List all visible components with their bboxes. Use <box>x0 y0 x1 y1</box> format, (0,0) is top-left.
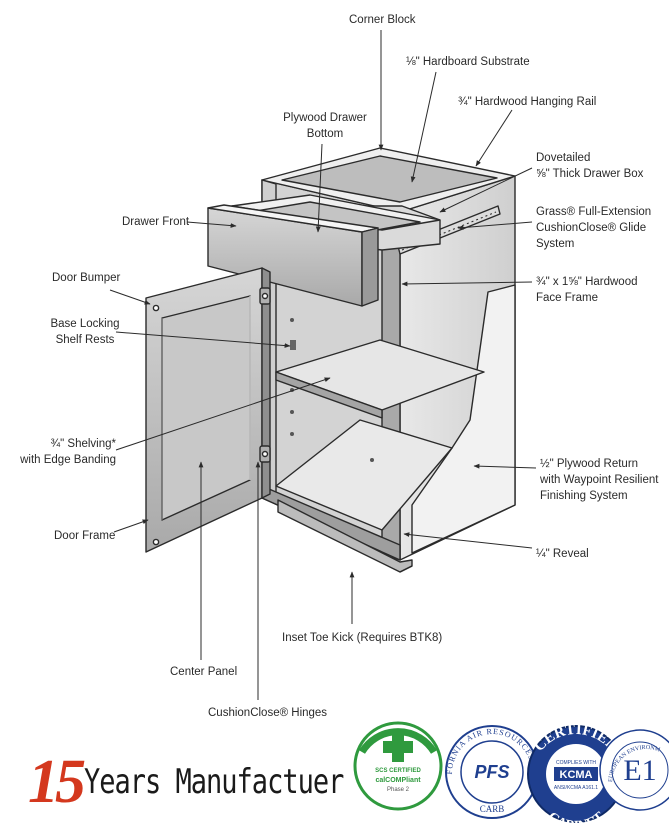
shelf-edge <box>275 371 383 419</box>
label-hardboard-substrate: ⅛" Hardboard Substrate <box>406 54 530 70</box>
label-text: Plywood Drawer <box>283 112 367 124</box>
tagline: 15 Years Manufactuer <box>28 742 358 822</box>
label-text: CushionClose® Hinges <box>208 707 328 719</box>
carb-text: CARB <box>480 804 505 814</box>
bottom-deck <box>275 419 453 531</box>
label-drawer-front: Drawer Front <box>122 214 189 230</box>
door-edge <box>261 267 271 499</box>
hinge-bottom <box>259 445 271 463</box>
label-door-bumper: Door Bumper <box>52 270 120 286</box>
label-toe-kick: Inset Toe Kick (Requires BTK8) <box>282 630 442 646</box>
scs-certified-badge: SCS CERTIFIED calCOMPliant Phase 2 <box>353 721 443 811</box>
label-corner-block: Corner Block <box>349 12 415 28</box>
top-frame-inner <box>281 155 498 203</box>
label-text: Shelf Rests <box>55 334 115 346</box>
label-dovetailed-drawer-box: Dovetailed ⅝" Thick Drawer Box <box>536 150 643 182</box>
label-text: ⅝" Thick Drawer Box <box>536 168 644 180</box>
label-reveal: ¼" Reveal <box>536 546 589 562</box>
label-text: ⅛" Hardboard Substrate <box>406 56 530 68</box>
label-plywood-return: ½" Plywood Return with Waypoint Resilien… <box>540 456 658 504</box>
kcma-small-top: COMPLIES WITH <box>556 760 596 766</box>
label-text: Corner Block <box>349 14 416 26</box>
label-text: Center Panel <box>170 666 238 678</box>
pfs-text: PFS <box>474 762 509 782</box>
carb-pfs-badge: CALIFORNIA AIR RESOURCES BOARD PFS CARB <box>0 712 539 819</box>
label-shelving: ¾" Shelving* with Edge Banding <box>10 436 116 468</box>
label-text: Dovetailed <box>536 152 591 164</box>
label-hanging-rail: ¾" Hardwood Hanging Rail <box>458 94 596 110</box>
label-face-frame: ¾" x 1⅝" Hardwood Face Frame <box>536 274 638 306</box>
label-text: ¾" Shelving* <box>50 438 116 450</box>
door <box>145 267 271 553</box>
label-text: CushionClose® Glide <box>536 222 647 234</box>
label-text: Finishing System <box>540 490 628 502</box>
label-text: Drawer Front <box>122 216 190 228</box>
leader-lines <box>109 30 537 700</box>
tagline-text: Years Manufactuer <box>84 762 344 802</box>
door-bumper-dot <box>152 304 160 312</box>
hinge-top <box>259 287 271 305</box>
certification-badges: SCS CERTIFIED calCOMPliant Phase 2 CALIF… <box>0 712 669 829</box>
label-text: Grass® Full-Extension <box>536 206 652 218</box>
label-text: Base Locking <box>50 318 120 330</box>
label-hinges: CushionClose® Hinges <box>208 705 327 721</box>
scs-mid-text: calCOMPliant <box>375 777 421 784</box>
label-glide-system: Grass® Full-Extension CushionClose® Glid… <box>536 204 651 252</box>
label-text: ¾" x 1⅝" Hardwood <box>536 276 638 288</box>
drawer-front-side <box>361 227 379 307</box>
scs-top-text: SCS CERTIFIED <box>375 768 421 774</box>
label-text: Face Frame <box>536 292 598 304</box>
label-text: Door Frame <box>54 530 116 542</box>
label-center-panel: Center Panel <box>170 664 237 680</box>
tagline-number: 15 <box>28 748 86 816</box>
kcma-center: KCMA <box>560 769 593 781</box>
label-text: ½" Plywood Return <box>540 458 639 470</box>
scs-sub-text: Phase 2 <box>387 787 410 793</box>
drawer <box>207 194 441 307</box>
label-text: Door Bumper <box>52 272 121 284</box>
label-shelf-rests: Base Locking Shelf Rests <box>46 316 124 348</box>
label-text: with Edge Banding <box>20 454 116 466</box>
label-text: ¼" Reveal <box>536 548 589 560</box>
label-door-frame: Door Frame <box>54 528 115 544</box>
kcma-small-bottom: ANSI/KCMA A161.1 <box>554 785 598 791</box>
return-cutout <box>411 284 516 554</box>
label-text: Bottom <box>306 128 344 140</box>
center-panel <box>161 295 251 521</box>
label-text: with Waypoint Resilient <box>540 474 659 486</box>
label-plywood-drawer-bottom: Plywood Drawer Bottom <box>280 110 370 142</box>
label-text: System <box>536 238 575 250</box>
label-text: Inset Toe Kick (Requires BTK8) <box>282 632 443 644</box>
label-text: ¾" Hardwood Hanging Rail <box>458 96 597 108</box>
e1-center: E1 <box>623 754 656 787</box>
